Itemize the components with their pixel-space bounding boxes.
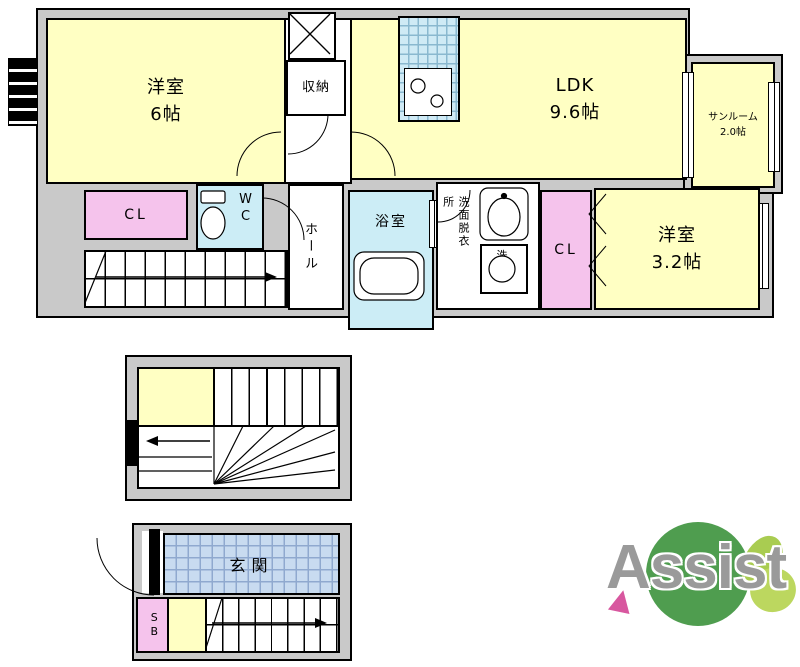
room-western-6-name: 洋室 (147, 77, 185, 98)
stove-icon (404, 68, 452, 116)
ldk-size: 9.6帖 (549, 102, 601, 123)
shoe-box-label: SB (147, 611, 161, 639)
storage-label: 収納 (301, 80, 330, 96)
logo-text: Assist (606, 533, 787, 602)
window-ldk-sunroom (682, 72, 694, 178)
fan-box (288, 12, 336, 60)
ldk-label: LDK 9.6帖 (513, 72, 637, 126)
sunroom-size: 2.0帖 (720, 127, 746, 138)
entrance-hall: 玄関 (163, 533, 340, 595)
room-sunroom: サンルーム 2.0帖 (691, 62, 775, 188)
hall-lower (288, 184, 344, 310)
sunroom-name: サンルーム (708, 112, 758, 123)
closet-left: CL (84, 190, 188, 240)
hall-label: ホール (302, 222, 317, 273)
shoe-box: SB (136, 597, 171, 653)
entrance-label: 玄関 (229, 556, 274, 575)
logo-leaf-circle (646, 522, 750, 626)
stair-winder (137, 425, 340, 489)
room-western-6: 洋室 6帖 (46, 18, 286, 184)
washroom-label: 洗面脱衣所 (441, 196, 470, 248)
entry-door-2f (8, 58, 38, 126)
closet-left-label: CL (124, 206, 148, 223)
closet-right: CL (540, 190, 592, 310)
ldk-name: LDK (555, 75, 595, 96)
toilet-room (196, 184, 264, 250)
room-western-32: 洋室 3.2帖 (594, 188, 760, 310)
laundry-label: 洗 (496, 249, 508, 262)
stair-window (127, 420, 137, 466)
upper-floor-cutout (688, 8, 776, 54)
closet-right-label: CL (554, 241, 578, 258)
room-western-6-size: 6帖 (150, 104, 182, 125)
logo-triangle (607, 587, 635, 615)
entrance-door-leaf (149, 529, 160, 595)
bathroom-label: 浴室 (375, 214, 407, 230)
stair-straight-run (213, 367, 340, 429)
bathroom: 浴室 (348, 190, 434, 330)
toilet-label: WC (238, 192, 253, 226)
staircase-lower-run (205, 597, 340, 653)
room-western-32-name: 洋室 (658, 225, 696, 246)
storage-closet: 収納 (286, 60, 346, 116)
window-sunroom-right (768, 82, 780, 172)
entrance-landing (167, 597, 209, 653)
staircase-upper-run (84, 250, 288, 308)
room-western-32-size: 3.2帖 (651, 252, 703, 273)
